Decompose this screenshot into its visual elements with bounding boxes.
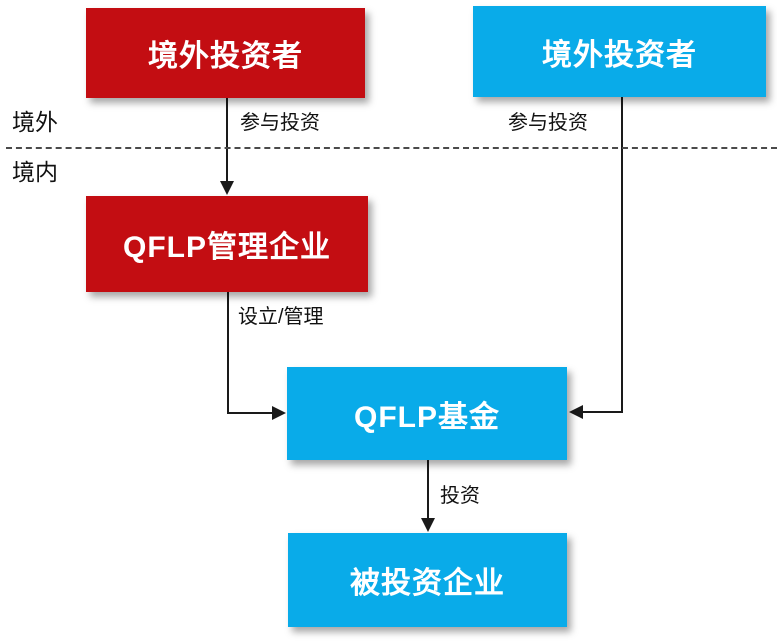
edge-label-participate-invest-right: 参与投资 bbox=[508, 112, 588, 134]
arrow-fund-to-investee bbox=[421, 460, 435, 532]
edge-label-participate-invest-left: 参与投资 bbox=[240, 112, 320, 134]
node-label: 境外投资者 bbox=[542, 38, 697, 72]
arrow-investor-right-to-fund bbox=[569, 97, 623, 419]
node-qflp-fund: QFLP基金 bbox=[287, 367, 567, 460]
region-label-offshore: 境外 bbox=[12, 109, 58, 135]
node-label: 被投资企业 bbox=[350, 567, 505, 600]
node-label: QFLP基金 bbox=[354, 400, 500, 434]
node-foreign-investor-offshore-red: 境外投资者 bbox=[86, 8, 365, 98]
edge-label-invest: 投资 bbox=[440, 485, 480, 507]
node-investee-company: 被投资企业 bbox=[288, 533, 567, 627]
region-label-onshore: 境内 bbox=[12, 159, 58, 185]
node-qflp-management-enterprise: QFLP管理企业 bbox=[86, 196, 368, 292]
arrow-investor-left-to-manager bbox=[220, 97, 234, 195]
offshore-onshore-divider bbox=[6, 147, 777, 149]
edge-label-establish-manage: 设立/管理 bbox=[238, 306, 324, 328]
node-label: QFLP管理企业 bbox=[123, 231, 331, 264]
node-foreign-investor-offshore-blue: 境外投资者 bbox=[473, 6, 766, 97]
node-label: 境外投资者 bbox=[148, 40, 303, 73]
